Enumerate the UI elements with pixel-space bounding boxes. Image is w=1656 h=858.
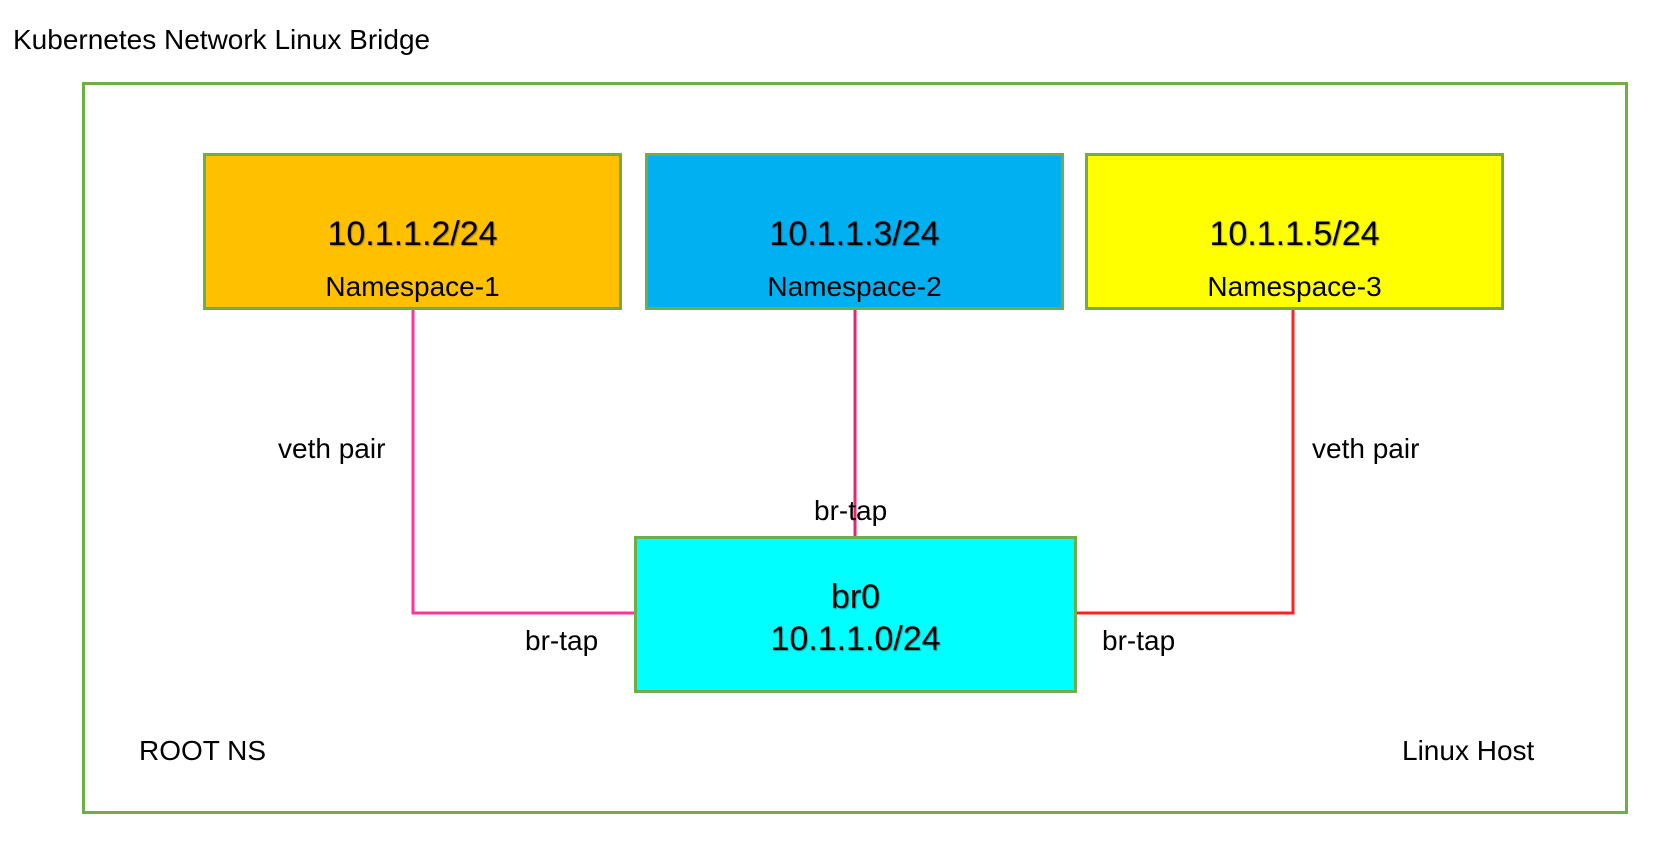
br-tap-label-top: br-tap	[814, 495, 888, 526]
namespace-1-name: Namespace-1	[325, 271, 500, 302]
namespace-2-box: 10.1.1.3/24 Namespace-2	[645, 153, 1064, 310]
br-tap-label-right: br-tap	[1102, 625, 1176, 656]
veth-pair-label-left: veth pair	[278, 433, 386, 464]
br-tap-label-left: br-tap	[525, 625, 599, 656]
diagram-title: Kubernetes Network Linux Bridge	[13, 24, 431, 55]
linux-host-label: Linux Host	[1402, 735, 1535, 766]
bridge-ip: 10.1.1.0/24	[770, 620, 941, 658]
veth-link-namespace-3	[1077, 310, 1295, 615]
root-ns-label: ROOT NS	[139, 735, 267, 766]
linux-host-boundary	[82, 82, 1628, 814]
namespace-3-name: Namespace-3	[1207, 271, 1382, 302]
bridge-box: br0 10.1.1.0/24	[634, 536, 1077, 693]
namespace-2-ip: 10.1.1.3/24	[769, 215, 940, 253]
veth-link-namespace-1	[411, 310, 634, 615]
namespace-1-box: 10.1.1.2/24 Namespace-1	[203, 153, 622, 310]
namespace-3-box: 10.1.1.5/24 Namespace-3	[1085, 153, 1504, 310]
veth-pair-label-right: veth pair	[1312, 433, 1420, 464]
namespace-3-ip: 10.1.1.5/24	[1209, 215, 1380, 253]
namespace-1-ip: 10.1.1.2/24	[327, 215, 498, 253]
bridge-name: br0	[830, 578, 881, 616]
namespace-2-name: Namespace-2	[767, 271, 942, 302]
